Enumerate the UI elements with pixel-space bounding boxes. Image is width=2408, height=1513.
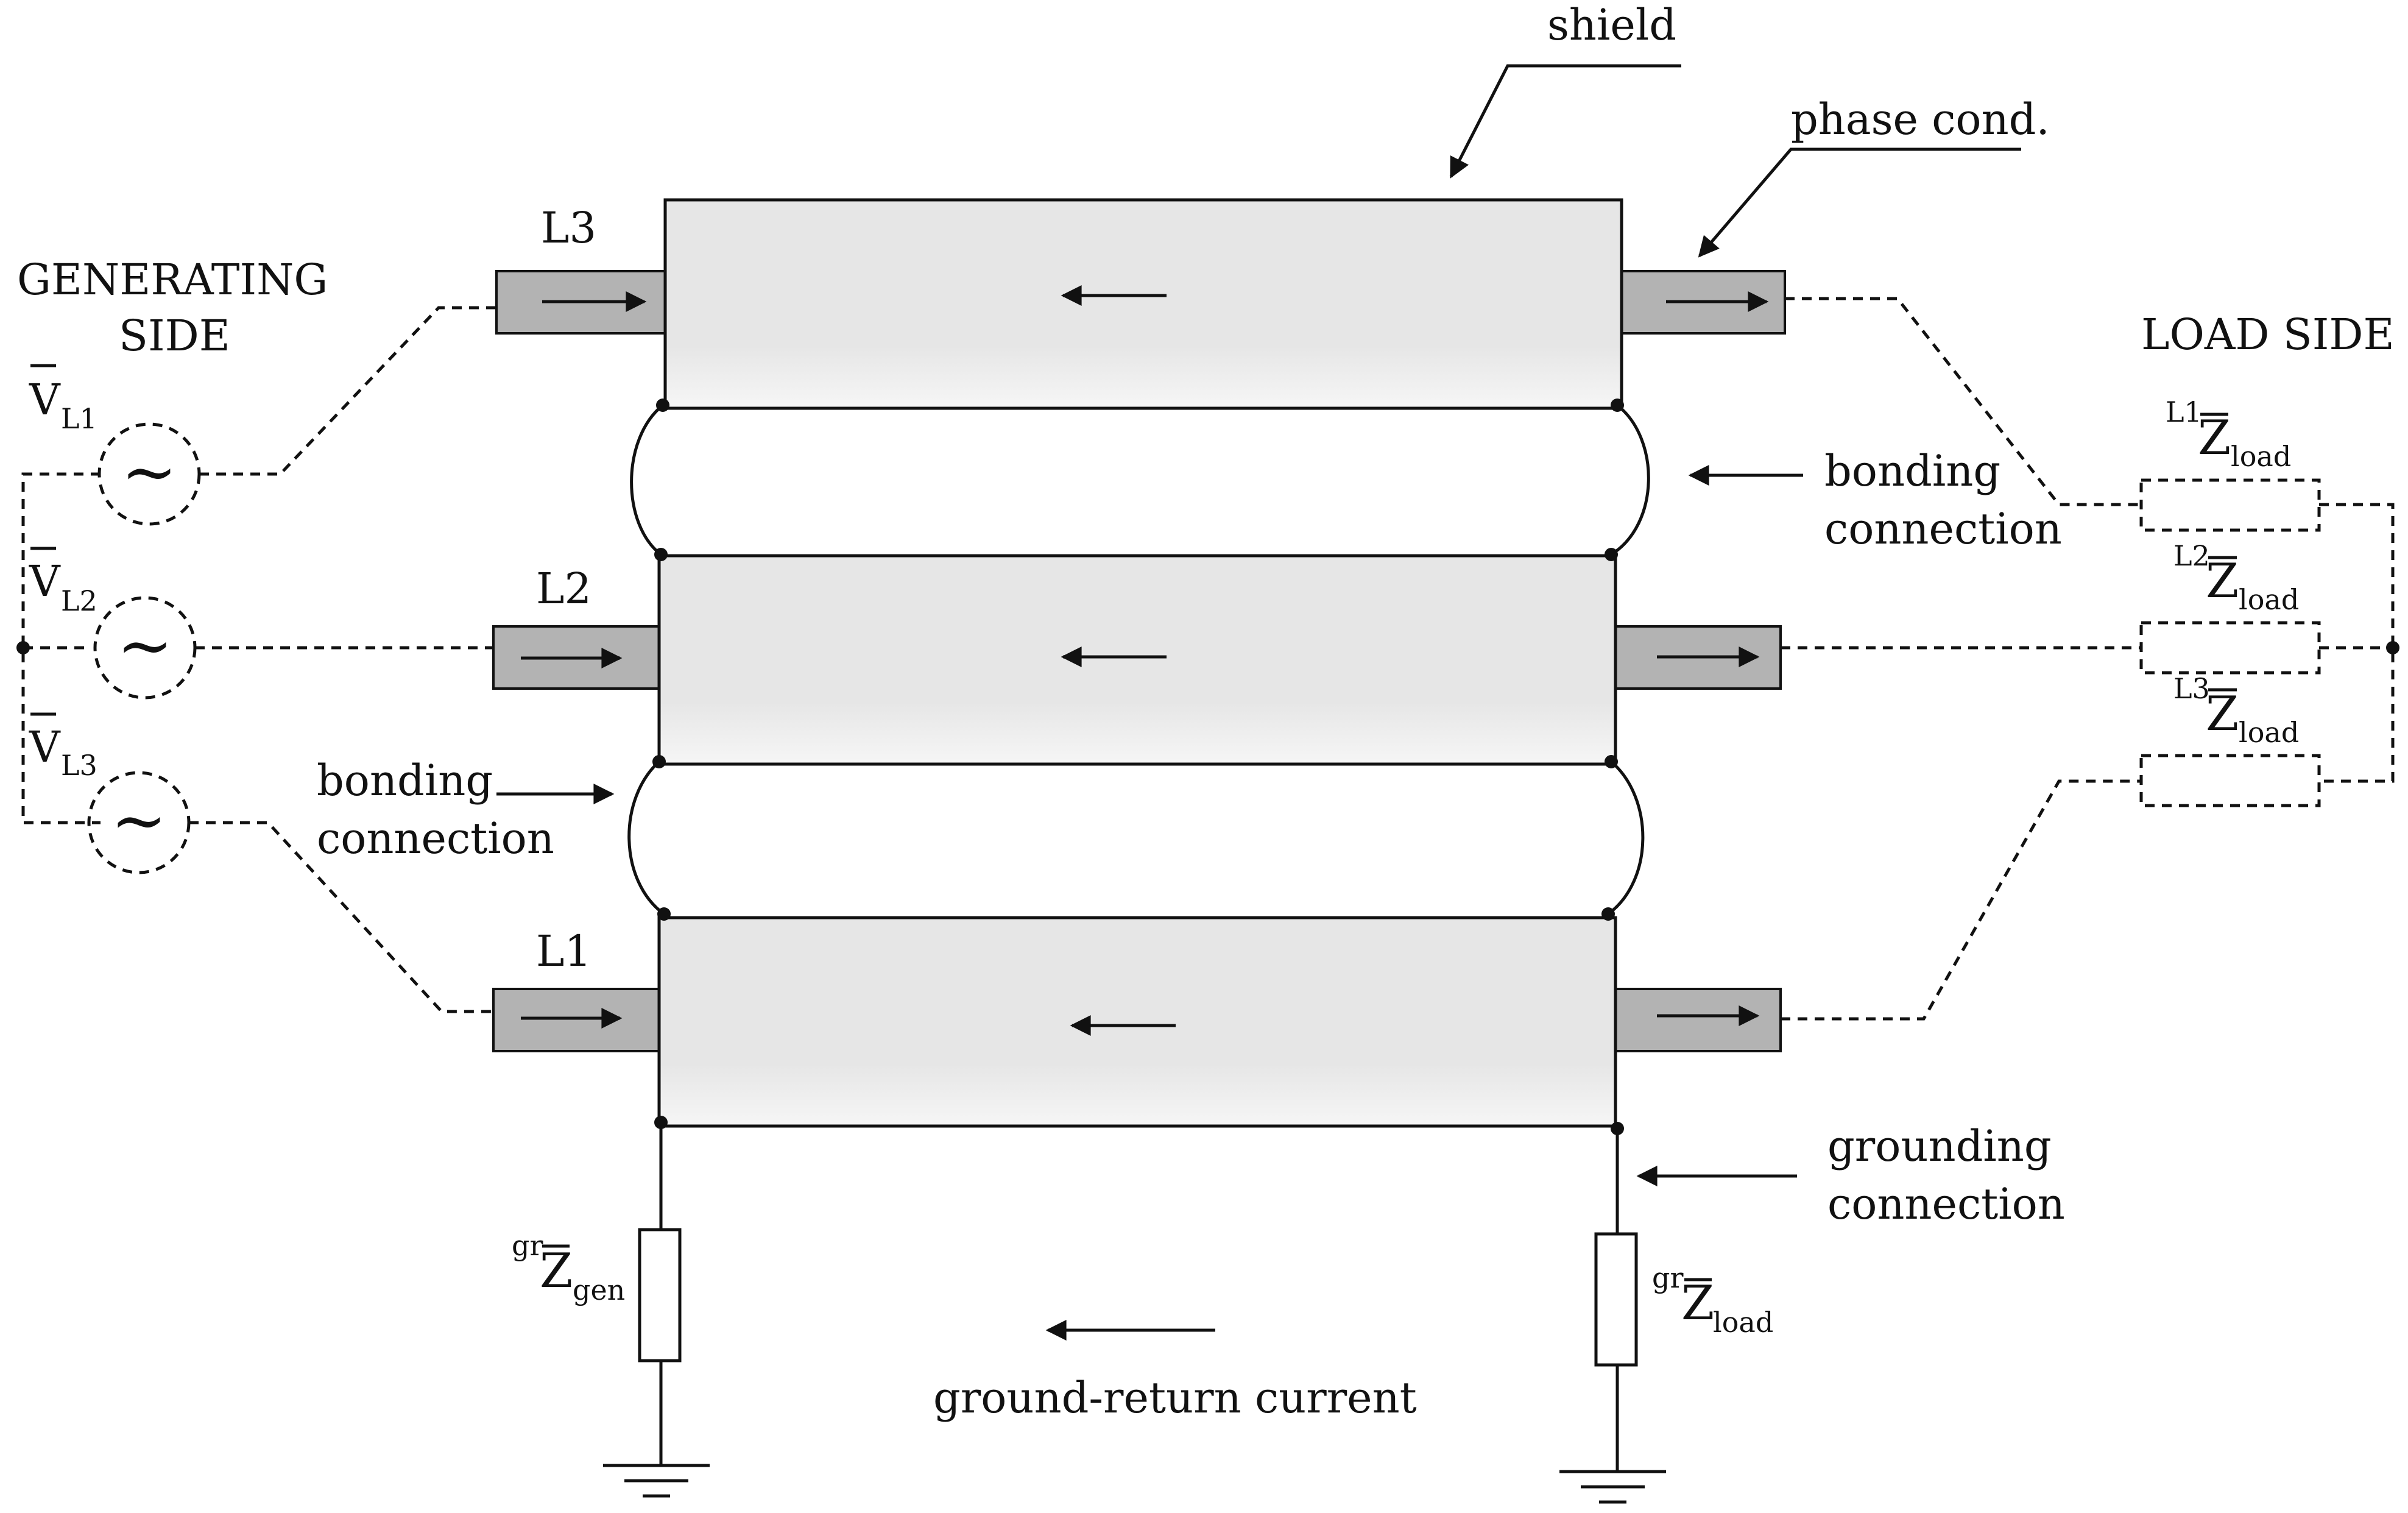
voltage-sub-l1: L1 (61, 402, 97, 435)
node-dots (16, 399, 2399, 1135)
bonding-label-mid-2: connection (317, 813, 554, 863)
bonding-right-mid (1607, 760, 1645, 916)
load-sup-l3: L3 (2173, 672, 2210, 705)
conductor-l1-right (1612, 988, 1782, 1052)
node-dot (1605, 548, 1618, 561)
ground-load-sub: load (1713, 1306, 1773, 1339)
voltage-labels (30, 364, 56, 716)
bonding-label-mid: bonding (317, 756, 493, 806)
labels: shield phase cond. GENERATING SIDE LOAD … (17, 0, 2395, 1423)
ground-gen-sup: gr (512, 1229, 543, 1262)
shields (657, 198, 1623, 1128)
pointer-arrows (496, 64, 2021, 1341)
ac-source-icon: ~ (117, 606, 173, 684)
shield-pointer (1449, 64, 1681, 179)
voltage-symbol-l3: V (29, 722, 61, 772)
voltage-sub-l2: L2 (61, 584, 97, 617)
grounding (603, 1126, 1666, 1504)
load-z-l2: Z (2206, 554, 2239, 609)
conductor-label-l1: L1 (536, 926, 591, 976)
load-impedance-l3 (2139, 754, 2321, 807)
phase-cond-label: phase cond. (1791, 94, 2050, 144)
dashed-circuit (21, 297, 2395, 1021)
voltage-symbol-l1: V (29, 375, 61, 425)
bonding-left-mid (627, 760, 665, 916)
load-impedance-overbars (542, 413, 2237, 1281)
grounding-label: grounding (1827, 1121, 2052, 1171)
shield-label: shield (1547, 0, 1676, 50)
voltage-sub-l3: L3 (61, 749, 97, 782)
shield-l3 (663, 198, 1623, 410)
ac-source-icon: ~ (111, 781, 167, 859)
load-side-label: LOAD SIDE (2141, 310, 2395, 360)
node-dot (1601, 907, 1615, 921)
ground-gen-z: Z (540, 1244, 573, 1299)
load-sub-l3: load (2239, 716, 2299, 749)
conductor-label-l2: L2 (536, 564, 591, 614)
shield-current-arrows (1061, 285, 1176, 1036)
ground-gen-sub: gen (573, 1274, 625, 1306)
bonding-right-top (1610, 404, 1650, 556)
load-sup-l1: L1 (2166, 395, 2202, 428)
ground-load-sup: gr (1652, 1261, 1683, 1294)
ground-load-z: Z (1681, 1276, 1714, 1331)
phase-conductors (492, 270, 1786, 1052)
ground-return-label: ground-return current (933, 1373, 1417, 1423)
node-dot (654, 1116, 668, 1129)
ac-source-icon: ~ (121, 433, 177, 511)
conductor-label-l3: L3 (541, 203, 596, 253)
shield-l2 (657, 554, 1617, 766)
node-dot (1605, 755, 1618, 768)
voltage-symbol-l2: V (29, 556, 61, 606)
ground-impedance-gen (638, 1228, 682, 1362)
voltage-label-text: V L1 V L2 V L3 (29, 375, 97, 782)
generating-side-label-2: SIDE (119, 311, 230, 361)
load-sup-l2: L2 (2173, 539, 2210, 572)
phase-cond-pointer (1698, 147, 2021, 258)
load-z-l1: Z (2198, 411, 2231, 466)
generating-side-label: GENERATING (17, 255, 328, 305)
bonding-label-top-2: connection (1824, 504, 2062, 554)
conductor-l1-left (492, 988, 665, 1052)
load-z-l3: Z (2206, 687, 2239, 742)
load-sub-l1: load (2231, 440, 2291, 473)
node-dot (652, 755, 666, 768)
load-impedance-l2 (2139, 621, 2321, 675)
shield-l1 (657, 916, 1617, 1128)
node-dot (1611, 399, 1624, 412)
bonding-label-top: bonding (1824, 446, 2000, 496)
load-sub-l2: load (2239, 583, 2299, 616)
node-dot (657, 907, 671, 921)
source-tildes: ~ ~ ~ (111, 433, 177, 859)
bonding-left-top (630, 404, 664, 556)
node-dot (656, 399, 669, 412)
bonding-connections (627, 404, 1650, 916)
node-dot (654, 548, 668, 561)
load-impedance-l1 (2139, 478, 2321, 532)
load-impedance-labels: L1 Z load L2 Z load L3 Z load gr Z gen g… (512, 395, 2299, 1339)
conductor-arrows (521, 291, 1769, 1029)
ground-impedance-load (1594, 1232, 1638, 1367)
grounding-label-2: connection (1827, 1179, 2065, 1229)
